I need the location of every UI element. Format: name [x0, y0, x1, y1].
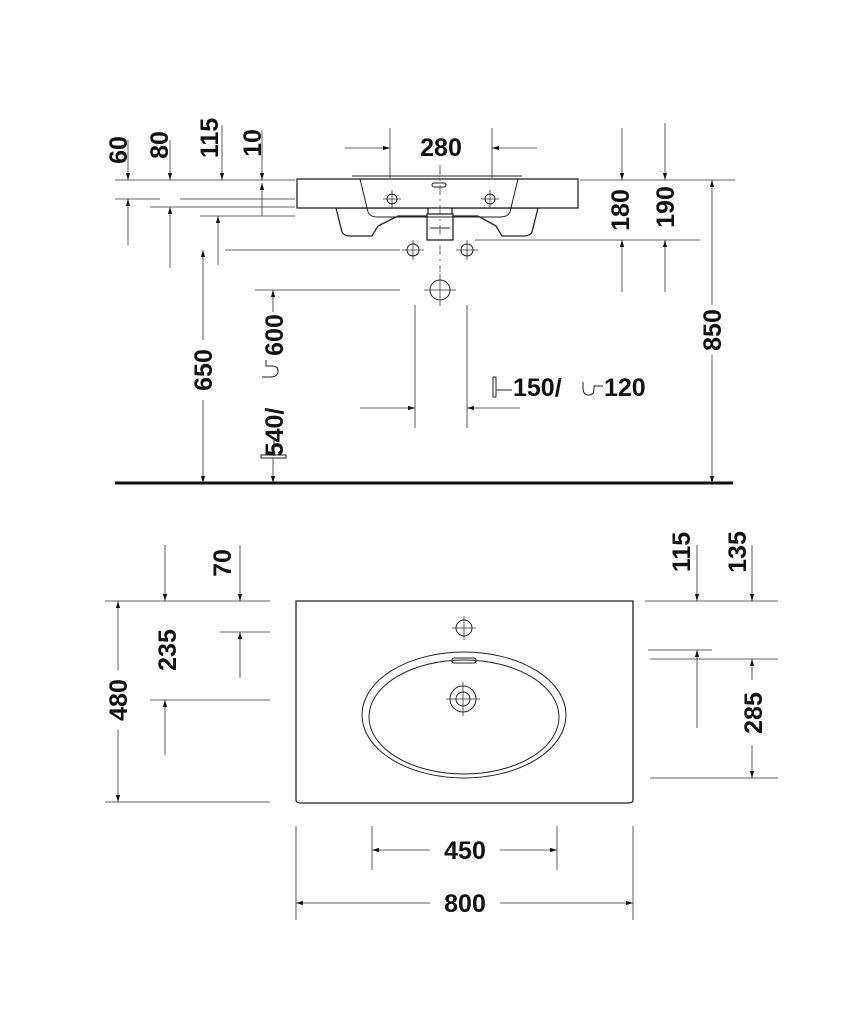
dimension-arrows: [115, 545, 755, 906]
bottle-trap-icon: [492, 376, 512, 398]
bottle-trap-icon: [260, 438, 287, 459]
waste-outlet-marker: [424, 274, 456, 306]
wall-fixing-marker-right: [456, 240, 478, 260]
basin-side-profile: [296, 165, 579, 306]
side-view: 60 80 115 10 280 180 190 850 650 540/ 60…: [105, 118, 735, 485]
dim-70: 70: [209, 549, 237, 577]
dim-115: 115: [196, 118, 224, 158]
tap-hole: [452, 616, 476, 640]
tap-hole-marker-right: [481, 190, 499, 208]
dim-800: 800: [444, 890, 486, 918]
top-view: 70 235 480 115 135 285 450 800: [105, 531, 778, 920]
dimension-arrows: [125, 123, 715, 483]
siphon-height-label: 540/ 600: [260, 314, 289, 459]
dim-190: 190: [652, 186, 680, 228]
dim-180: 180: [607, 189, 635, 231]
overflow-icon: [451, 657, 477, 664]
siphon-offset-b: 120: [604, 374, 646, 402]
extension-lines: [105, 600, 778, 920]
dim-60: 60: [105, 136, 133, 164]
drain-hole: [446, 682, 480, 716]
dim-80: 80: [146, 131, 174, 159]
siphon-icon: [262, 360, 279, 378]
siphon-offset-label: 150/ 120: [492, 374, 646, 402]
tap-hole-marker-left: [383, 190, 401, 208]
dim-235: 235: [154, 629, 182, 671]
basin-plan: [295, 600, 634, 804]
dim-135: 135: [724, 531, 752, 573]
siphon-height-a: 540/: [261, 408, 289, 457]
bowl-inner-edge: [368, 659, 560, 775]
wall-fixing-marker-left: [402, 240, 424, 260]
dim-450: 450: [444, 837, 486, 865]
dim-850: 850: [699, 309, 727, 351]
bowl-outer-edge: [361, 651, 567, 779]
dim-280: 280: [420, 134, 462, 162]
siphon-offset-a: 150/: [513, 374, 562, 402]
dim-285: 285: [740, 692, 768, 734]
siphon-icon: [582, 382, 603, 396]
overflow-icon: [431, 182, 447, 188]
dim-115: 115: [668, 532, 696, 572]
dim-480: 480: [105, 679, 133, 721]
dim-10: 10: [239, 129, 267, 157]
siphon-height-b: 600: [261, 314, 289, 356]
dim-650: 650: [190, 349, 218, 391]
